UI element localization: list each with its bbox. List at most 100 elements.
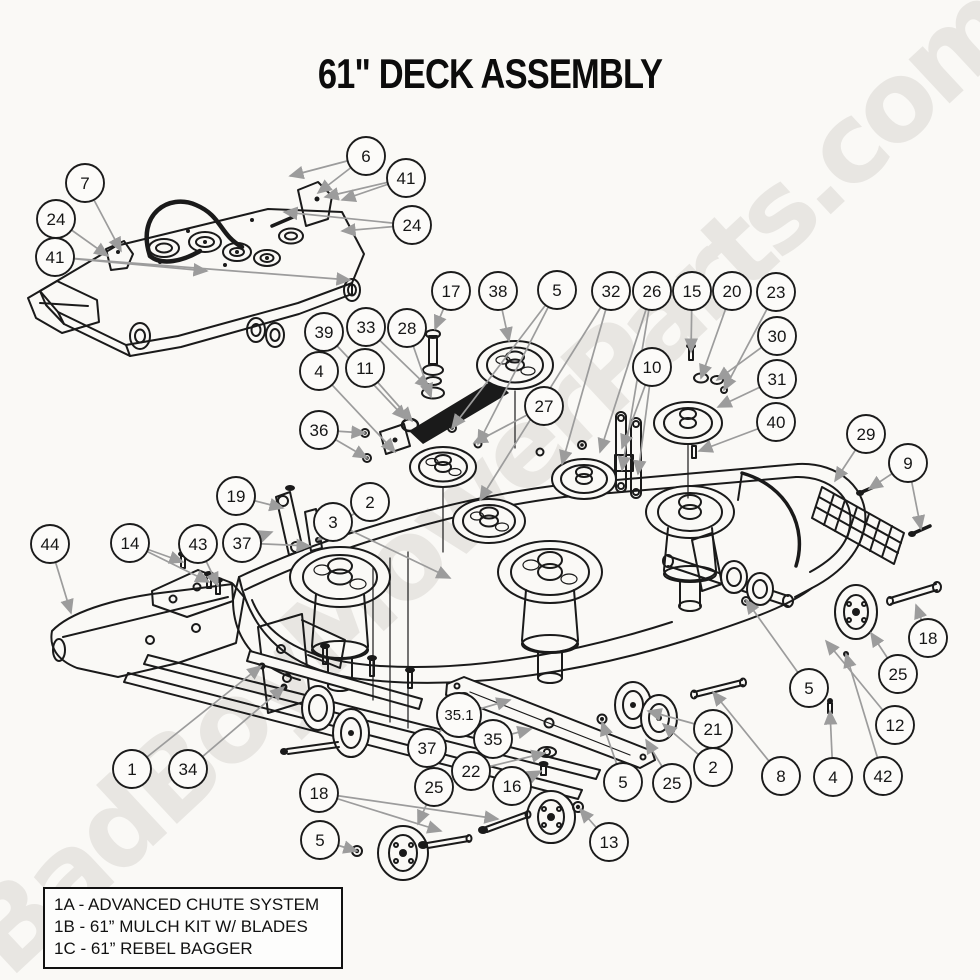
callout-circle[interactable] xyxy=(65,163,105,203)
callout-12[interactable]: 12 xyxy=(875,705,915,745)
callout-17[interactable]: 17 xyxy=(431,271,471,311)
callout-16[interactable]: 16 xyxy=(492,766,532,806)
callout-8[interactable]: 8 xyxy=(761,756,801,796)
callout-1[interactable]: 1 xyxy=(112,749,152,789)
callout-circle[interactable] xyxy=(875,705,915,745)
callout-5-4[interactable]: 5 xyxy=(603,762,643,802)
callout-23[interactable]: 23 xyxy=(756,272,796,312)
callout-18-2[interactable]: 18 xyxy=(299,773,339,813)
callout-circle[interactable] xyxy=(414,767,454,807)
callout-circle[interactable] xyxy=(757,359,797,399)
callout-41[interactable]: 41 xyxy=(386,158,426,198)
callout-circle[interactable] xyxy=(603,762,643,802)
callout-circle[interactable] xyxy=(346,307,386,347)
callout-28[interactable]: 28 xyxy=(387,308,427,348)
callout-43[interactable]: 43 xyxy=(178,524,218,564)
callout-circle[interactable] xyxy=(451,751,491,791)
callout-27[interactable]: 27 xyxy=(524,386,564,426)
callout-4-2[interactable]: 4 xyxy=(813,757,853,797)
callout-24[interactable]: 24 xyxy=(392,205,432,245)
callout-circle[interactable] xyxy=(299,410,339,450)
callout-25-2[interactable]: 25 xyxy=(414,767,454,807)
callout-3[interactable]: 3 xyxy=(313,502,353,542)
callout-circle[interactable] xyxy=(436,692,482,738)
callout-circle[interactable] xyxy=(35,237,75,277)
callout-20[interactable]: 20 xyxy=(712,271,752,311)
callout-38[interactable]: 38 xyxy=(478,271,518,311)
callout-32[interactable]: 32 xyxy=(591,271,631,311)
callout-circle[interactable] xyxy=(431,271,471,311)
callout-circle[interactable] xyxy=(712,271,752,311)
callout-6[interactable]: 6 xyxy=(346,136,386,176)
callout-circle[interactable] xyxy=(178,524,218,564)
callout-circle[interactable] xyxy=(313,502,353,542)
callout-37-2[interactable]: 37 xyxy=(407,728,447,768)
callout-44[interactable]: 44 xyxy=(30,524,70,564)
callout-circle[interactable] xyxy=(112,749,152,789)
callout-2-2[interactable]: 2 xyxy=(693,747,733,787)
callout-circle[interactable] xyxy=(300,820,340,860)
callout-circle[interactable] xyxy=(652,763,692,803)
callout-5-3[interactable]: 5 xyxy=(300,820,340,860)
callout-18[interactable]: 18 xyxy=(908,618,948,658)
callout-circle[interactable] xyxy=(589,822,629,862)
callout-37[interactable]: 37 xyxy=(222,523,262,563)
callout-36[interactable]: 36 xyxy=(299,410,339,450)
callout-25[interactable]: 25 xyxy=(878,654,918,694)
callout-24-2[interactable]: 24 xyxy=(36,199,76,239)
callout-circle[interactable] xyxy=(216,476,256,516)
callout-circle[interactable] xyxy=(110,523,150,563)
callout-circle[interactable] xyxy=(478,271,518,311)
callout-circle[interactable] xyxy=(304,312,344,352)
callout-33[interactable]: 33 xyxy=(346,307,386,347)
callout-41-2[interactable]: 41 xyxy=(35,237,75,277)
callout-11[interactable]: 11 xyxy=(345,348,385,388)
callout-circle[interactable] xyxy=(537,270,577,310)
callout-circle[interactable] xyxy=(888,443,928,483)
callout-circle[interactable] xyxy=(672,271,712,311)
callout-25-3[interactable]: 25 xyxy=(652,763,692,803)
callout-39[interactable]: 39 xyxy=(304,312,344,352)
callout-21[interactable]: 21 xyxy=(693,709,733,749)
callout-26[interactable]: 26 xyxy=(632,271,672,311)
callout-10[interactable]: 10 xyxy=(632,347,672,387)
callout-circle[interactable] xyxy=(350,482,390,522)
callout-circle[interactable] xyxy=(492,766,532,806)
callout-circle[interactable] xyxy=(30,524,70,564)
callout-circle[interactable] xyxy=(813,757,853,797)
callout-circle[interactable] xyxy=(693,747,733,787)
callout-circle[interactable] xyxy=(591,271,631,311)
callout-circle[interactable] xyxy=(386,158,426,198)
callout-42[interactable]: 42 xyxy=(863,756,903,796)
callout-5-2[interactable]: 5 xyxy=(789,668,829,708)
callout-circle[interactable] xyxy=(392,205,432,245)
callout-2[interactable]: 2 xyxy=(350,482,390,522)
callout-40[interactable]: 40 xyxy=(756,402,796,442)
callout-31[interactable]: 31 xyxy=(757,359,797,399)
callout-circle[interactable] xyxy=(299,351,339,391)
callout-circle[interactable] xyxy=(908,618,948,658)
callout-34[interactable]: 34 xyxy=(168,749,208,789)
callout-35.1[interactable]: 35.1 xyxy=(436,692,482,738)
callout-circle[interactable] xyxy=(168,749,208,789)
callout-29[interactable]: 29 xyxy=(846,414,886,454)
callout-circle[interactable] xyxy=(756,272,796,312)
callout-15[interactable]: 15 xyxy=(672,271,712,311)
callout-circle[interactable] xyxy=(757,316,797,356)
callout-circle[interactable] xyxy=(863,756,903,796)
callout-4[interactable]: 4 xyxy=(299,351,339,391)
callout-circle[interactable] xyxy=(387,308,427,348)
callout-circle[interactable] xyxy=(632,347,672,387)
callout-circle[interactable] xyxy=(473,719,513,759)
callout-7[interactable]: 7 xyxy=(65,163,105,203)
callout-circle[interactable] xyxy=(846,414,886,454)
callout-circle[interactable] xyxy=(756,402,796,442)
callout-circle[interactable] xyxy=(345,348,385,388)
callout-13[interactable]: 13 xyxy=(589,822,629,862)
callout-35[interactable]: 35 xyxy=(473,719,513,759)
callout-circle[interactable] xyxy=(407,728,447,768)
callout-5[interactable]: 5 xyxy=(537,270,577,310)
callout-circle[interactable] xyxy=(761,756,801,796)
callout-14[interactable]: 14 xyxy=(110,523,150,563)
callout-circle[interactable] xyxy=(299,773,339,813)
